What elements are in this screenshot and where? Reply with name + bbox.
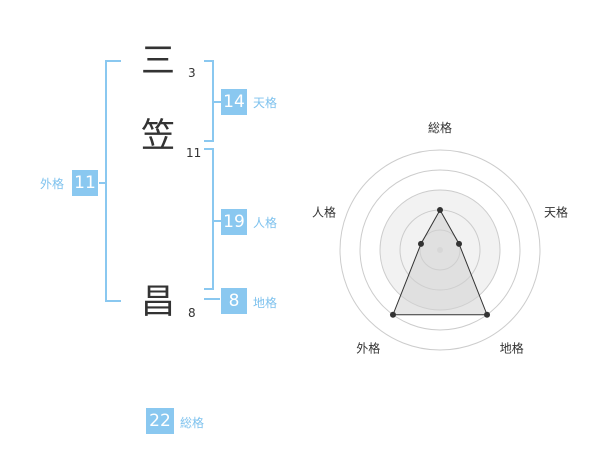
name-char-3: 昌 — [141, 282, 175, 322]
radar-ring-5 — [339, 149, 541, 351]
tenkaku-connector — [212, 101, 221, 103]
chikaku-value: 8 — [221, 288, 247, 314]
radar-point-5 — [417, 240, 424, 247]
chikaku-label: 地格 — [253, 296, 278, 310]
jinkaku-label: 人格 — [253, 216, 278, 230]
tenkaku-value: 14 — [221, 89, 247, 115]
radar-axis-label-4: 外格 — [356, 341, 380, 356]
gaikaku-connector — [99, 182, 105, 184]
radar-point-3 — [484, 311, 491, 318]
radar-axis-label-3: 地格 — [500, 341, 524, 356]
radar-axis-label-2: 天格 — [544, 204, 568, 219]
stroke-count-2: 11 — [186, 146, 202, 160]
radar-axis-label-1: 総格 — [428, 120, 452, 135]
gaikaku-bracket — [105, 60, 121, 302]
radar-ring-4 — [359, 169, 521, 331]
name-char-1: 三 — [141, 41, 175, 81]
chikaku-connector — [204, 298, 220, 300]
jinkaku-value: 19 — [221, 209, 247, 235]
radar-point-1 — [437, 207, 443, 213]
stroke-count-1: 3 — [188, 66, 196, 80]
radar-axis-label-5: 人格 — [312, 204, 336, 219]
stroke-count-3: 8 — [188, 306, 196, 320]
radar-point-2 — [456, 240, 463, 247]
soukaku-label: 総格 — [180, 416, 205, 430]
soukaku-value: 22 — [146, 408, 174, 434]
jinkaku-connector — [212, 220, 221, 222]
jinkaku-bracket — [204, 148, 214, 290]
name-char-2: 笠 — [141, 116, 175, 156]
gaikaku-label: 外格 — [40, 177, 65, 191]
radar-point-4 — [389, 311, 396, 318]
gaikaku-value: 11 — [72, 170, 98, 196]
radar-data-polygon — [392, 208, 488, 316]
tenkaku-label: 天格 — [253, 96, 278, 110]
